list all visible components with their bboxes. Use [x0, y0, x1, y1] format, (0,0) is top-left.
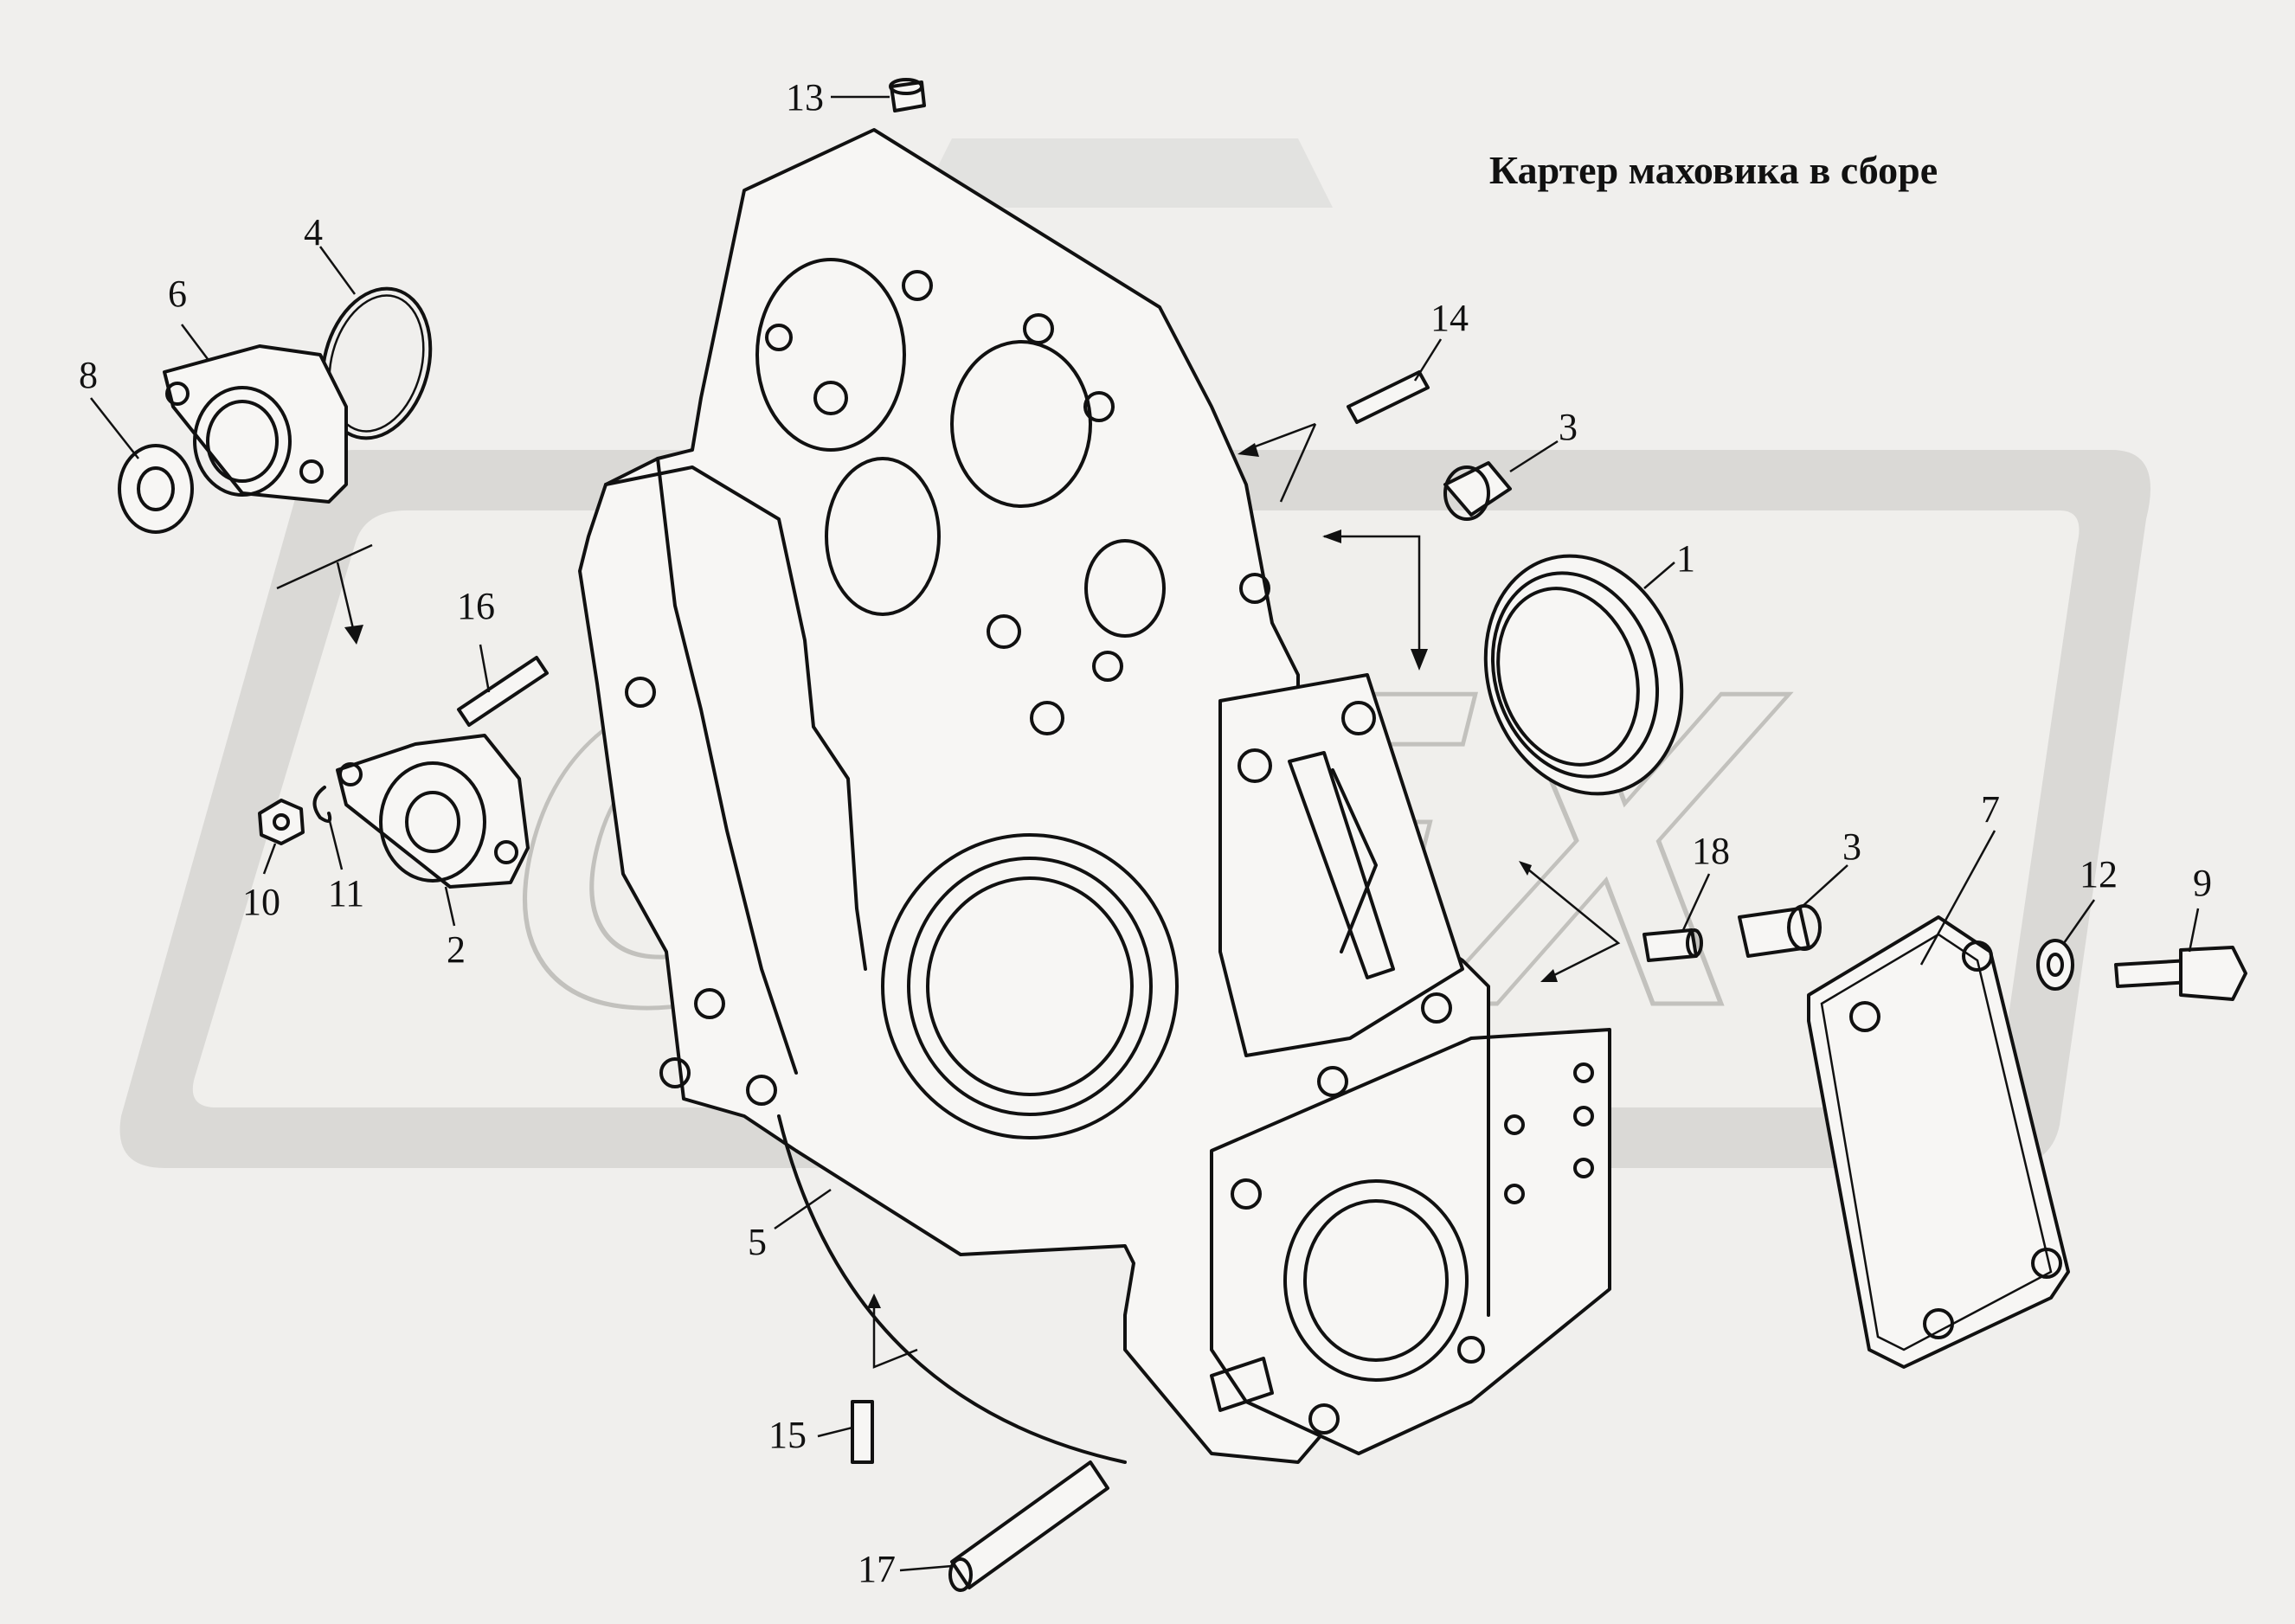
- nut-part-10: [258, 799, 305, 845]
- plug-part-13: [889, 78, 926, 112]
- threaded-insert-part-3-lower: [1738, 904, 1822, 958]
- callout-3-lower: 3: [1842, 825, 1861, 868]
- callout-5: 5: [748, 1221, 767, 1263]
- bearing-housing-part-6: [163, 344, 348, 504]
- callout-7: 7: [1981, 788, 2000, 831]
- callout-2: 2: [447, 928, 466, 971]
- callout-6: 6: [168, 273, 187, 315]
- oil-seal-part-1: [1483, 554, 1684, 796]
- diagram-title: Картер маховика в сборе: [1489, 148, 1938, 192]
- o-ring-part-4: [320, 286, 433, 440]
- stud-part-14: [1347, 370, 1430, 424]
- flywheel-housing-part-5: [578, 128, 1611, 1464]
- bolt-part-9: [2114, 946, 2247, 1001]
- callout-3-upper: 3: [1559, 406, 1578, 448]
- callout-13: 13: [786, 76, 824, 119]
- cover-plate-part-7: [1807, 915, 2070, 1369]
- stud-part-15: [851, 1400, 874, 1464]
- washer-part-12: [2036, 939, 2074, 991]
- callout-leaders: [90, 95, 2200, 1572]
- dowel-part-18: [1642, 928, 1703, 962]
- callout-17: 17: [858, 1548, 896, 1590]
- bearing-housing-part-2: [336, 734, 530, 889]
- direction-arrows: [276, 422, 1621, 1369]
- callout-11: 11: [328, 872, 364, 915]
- callout-16: 16: [457, 585, 495, 627]
- callout-8: 8: [79, 354, 98, 396]
- callout-4: 4: [304, 211, 323, 254]
- callout-labels: 13 4 6 8 14 3 1 16 10 11 2 18 3 7 12 9 5…: [79, 76, 2212, 1590]
- callout-18: 18: [1692, 830, 1730, 872]
- stud-part-17: [948, 1460, 1109, 1592]
- callout-15: 15: [768, 1414, 807, 1456]
- callout-9: 9: [2193, 862, 2212, 904]
- threaded-insert-part-3-upper: [1443, 461, 1512, 521]
- callout-14: 14: [1430, 297, 1469, 339]
- stud-part-16: [457, 656, 549, 727]
- callout-10: 10: [242, 881, 280, 923]
- seal-part-8: [118, 444, 194, 534]
- callout-1: 1: [1676, 537, 1695, 580]
- callout-12: 12: [2080, 853, 2118, 895]
